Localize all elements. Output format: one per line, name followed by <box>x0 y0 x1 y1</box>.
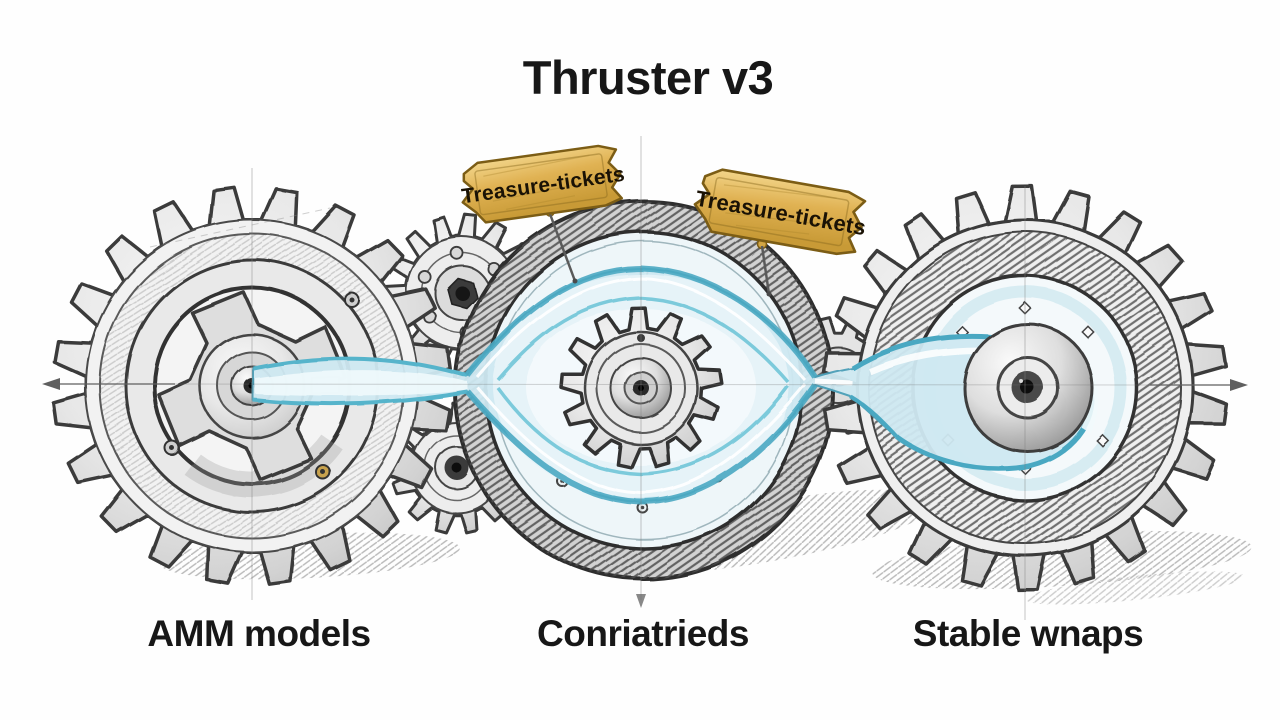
right-hub-dome-icon <box>962 322 1094 454</box>
page-title: Thruster v3 <box>522 51 774 104</box>
treasure-ticket-sign-1: Treasure-tickets <box>460 144 626 224</box>
center-gear-icon <box>559 306 723 470</box>
gear-train <box>52 184 1229 592</box>
caption-stable-wnaps: Stable wnaps <box>912 613 1144 654</box>
construction-lines <box>42 136 1248 620</box>
treasure-ticket-sign-2: Treasure-tickets <box>693 168 868 256</box>
caption-amm-models: AMM models <box>147 613 371 654</box>
caption-conriatrieds: Conriatrieds <box>537 613 749 654</box>
